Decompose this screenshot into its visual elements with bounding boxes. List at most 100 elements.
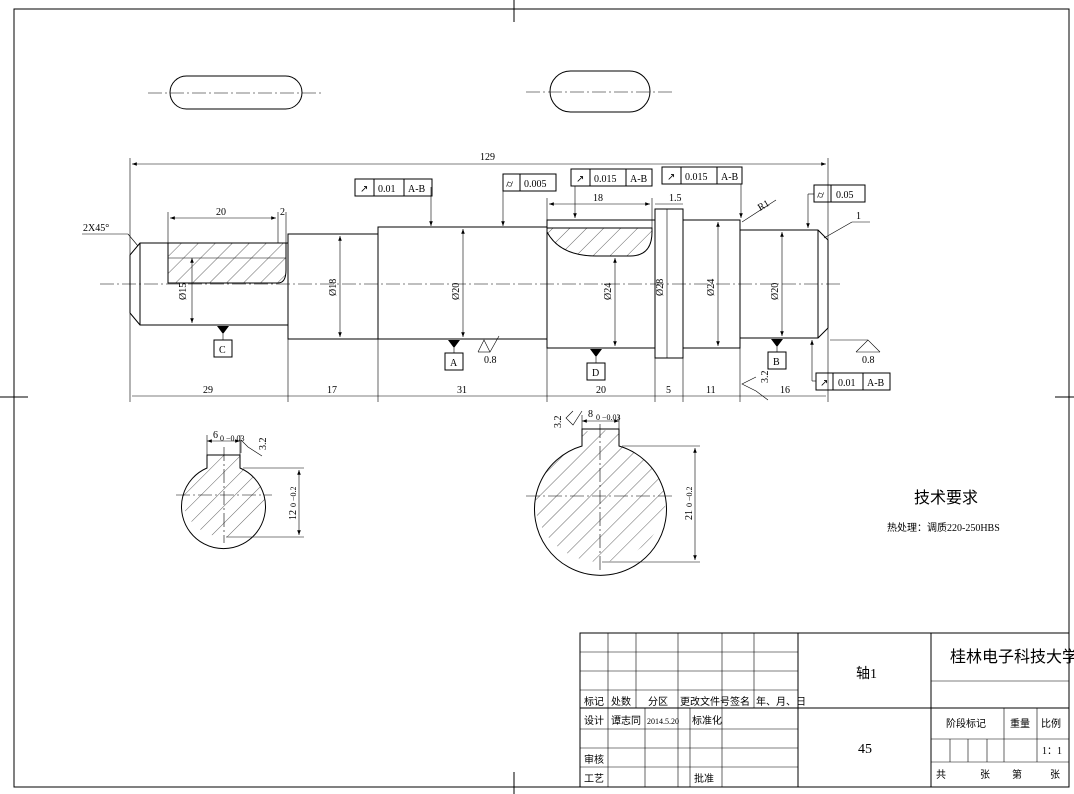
d-24b: Ø24	[706, 279, 717, 296]
roughness-r3-value: 3.2	[760, 371, 771, 384]
part-name: 轴1	[856, 666, 877, 682]
seg-5: 5	[666, 385, 671, 396]
d-left: Ø15	[178, 283, 189, 300]
seg-31: 31	[457, 385, 467, 396]
seg-20: 20	[596, 385, 606, 396]
dim-edge-ref: 1	[823, 211, 870, 239]
roughness-r3: 3.2	[741, 371, 771, 401]
approve-label: 批准	[694, 772, 714, 785]
datum-c-label: C	[219, 345, 226, 356]
runout1-value: 0.01	[378, 184, 396, 195]
svg-text:⌭: ⌭	[506, 179, 514, 190]
datum-a: A	[444, 340, 464, 371]
datum-b: B	[767, 339, 787, 370]
svg-text:↗: ↗	[360, 184, 368, 195]
sec1-height: 12	[288, 510, 299, 520]
h-doc: 更改文件号	[680, 695, 730, 708]
tech-heat: 热处理：调质220-250HBS	[887, 521, 1000, 534]
keyway-mid-len: 18	[593, 193, 603, 204]
radius-label: R1	[756, 198, 772, 213]
seg-17: 17	[327, 385, 337, 396]
cyl2-value: 0.05	[836, 190, 854, 201]
stage-label: 阶段标记	[946, 717, 986, 730]
gtol-cyl1: ⌭ 0.005	[501, 173, 557, 226]
design-label: 设计	[584, 714, 604, 727]
dim-segments: 29 17 31 20 5 11 16	[129, 313, 829, 402]
datum-b-label: B	[773, 357, 780, 368]
gtol-runout2: ↗ 0.015 A-B	[570, 168, 653, 218]
h-mark: 标记	[584, 696, 604, 708]
gtol-runout1: ↗ 0.01 A-B	[354, 178, 433, 226]
datum-d-label: D	[592, 368, 599, 379]
standard-label: 标准化	[692, 714, 722, 727]
runout4-value: 0.01	[838, 378, 856, 389]
gtol-cyl2: ⌭ 0.05	[806, 184, 866, 228]
keyway-left-section	[167, 242, 287, 284]
tech-requirements: 技术要求 热处理：调质220-250HBS	[887, 489, 1000, 534]
h-count: 处数	[611, 695, 631, 708]
sheets-label: 张	[980, 769, 990, 781]
roughness-r5: 3.2	[553, 410, 583, 429]
designer: 谭志同	[611, 714, 641, 727]
design-date: 2014.5.20	[647, 717, 679, 726]
dim-keyway-mid: 18 1.5	[546, 193, 683, 228]
gtol-runout3: ↗ 0.015 A-B	[661, 166, 743, 218]
roughness-r4-value: 3.2	[258, 438, 269, 451]
sheet-no-label: 第	[1012, 768, 1022, 781]
keyway-top-view-right	[526, 70, 675, 113]
roughness-r1: 0.8	[477, 335, 500, 366]
h-sign: 签名	[730, 695, 750, 708]
dim-overall: 129	[129, 152, 829, 255]
edge-ref: 1	[856, 211, 861, 222]
dim-radius: R1	[741, 198, 777, 223]
svg-text:↗: ↗	[576, 174, 584, 185]
datum-d: D	[586, 349, 606, 381]
sec1-height-tol: 0 −0.2	[289, 486, 298, 507]
runout4-datum: A-B	[867, 378, 885, 389]
scale-label: 比例	[1041, 717, 1061, 730]
datum-c: C	[213, 326, 233, 358]
sec2-width: 8	[588, 409, 593, 420]
runout2-value: 0.015	[594, 174, 617, 185]
dim-keyway-left: 20 2	[167, 207, 287, 243]
roughness-r5-value: 3.2	[553, 416, 564, 429]
tech-title: 技术要求	[914, 489, 978, 507]
roughness-r1-value: 0.8	[484, 355, 497, 366]
review-label: 审核	[584, 753, 604, 766]
seg-11: 11	[706, 385, 716, 396]
sheets2-label: 张	[1050, 769, 1060, 781]
h-zone: 分区	[648, 696, 668, 708]
keyway-left-len: 20	[216, 207, 226, 218]
keyway-mid-section	[546, 227, 653, 257]
keyway-left-gap: 2	[280, 207, 285, 218]
d-d: Ø24	[603, 283, 614, 300]
process-label: 工艺	[584, 773, 604, 785]
sec1-width: 6	[213, 430, 218, 441]
school-name: 桂林电子科技大学	[950, 648, 1074, 666]
gtol-runout4: ↗ 0.01 A-B	[810, 340, 891, 391]
seg-29: 29	[203, 385, 213, 396]
scale-value: 1：1	[1042, 746, 1062, 757]
datum-a-label: A	[450, 358, 458, 369]
svg-text:⌭: ⌭	[817, 190, 825, 201]
dim-129: 129	[480, 152, 495, 163]
d-a: Ø20	[451, 283, 462, 300]
keyway-top-view-left	[148, 75, 322, 110]
svg-text:↗: ↗	[667, 172, 675, 183]
sec2-width-tol: 0 −0.03	[596, 413, 621, 422]
h-date: 年、月、日	[756, 695, 806, 708]
sec2-height: 21	[684, 510, 695, 520]
d-b: Ø20	[770, 283, 781, 300]
cross-section-left: 6 0 −0.03 12 0 −0.2	[176, 430, 304, 550]
dim-chamfer: 2X45°	[82, 223, 139, 247]
weight-label: 重量	[1010, 717, 1030, 730]
title-block: 轴1 45 桂林电子科技大学 标记 处数 分区 更改文件号 签名 年、月、日 设…	[579, 632, 1074, 788]
cross-section-right: 8 0 −0.03 21 0 −0.2	[526, 409, 700, 576]
runout3-value: 0.015	[685, 172, 708, 183]
material: 45	[858, 742, 872, 757]
d-neck: Ø18	[328, 279, 339, 296]
roughness-r2: 0.8	[830, 339, 881, 366]
svg-text:↗: ↗	[820, 378, 828, 389]
